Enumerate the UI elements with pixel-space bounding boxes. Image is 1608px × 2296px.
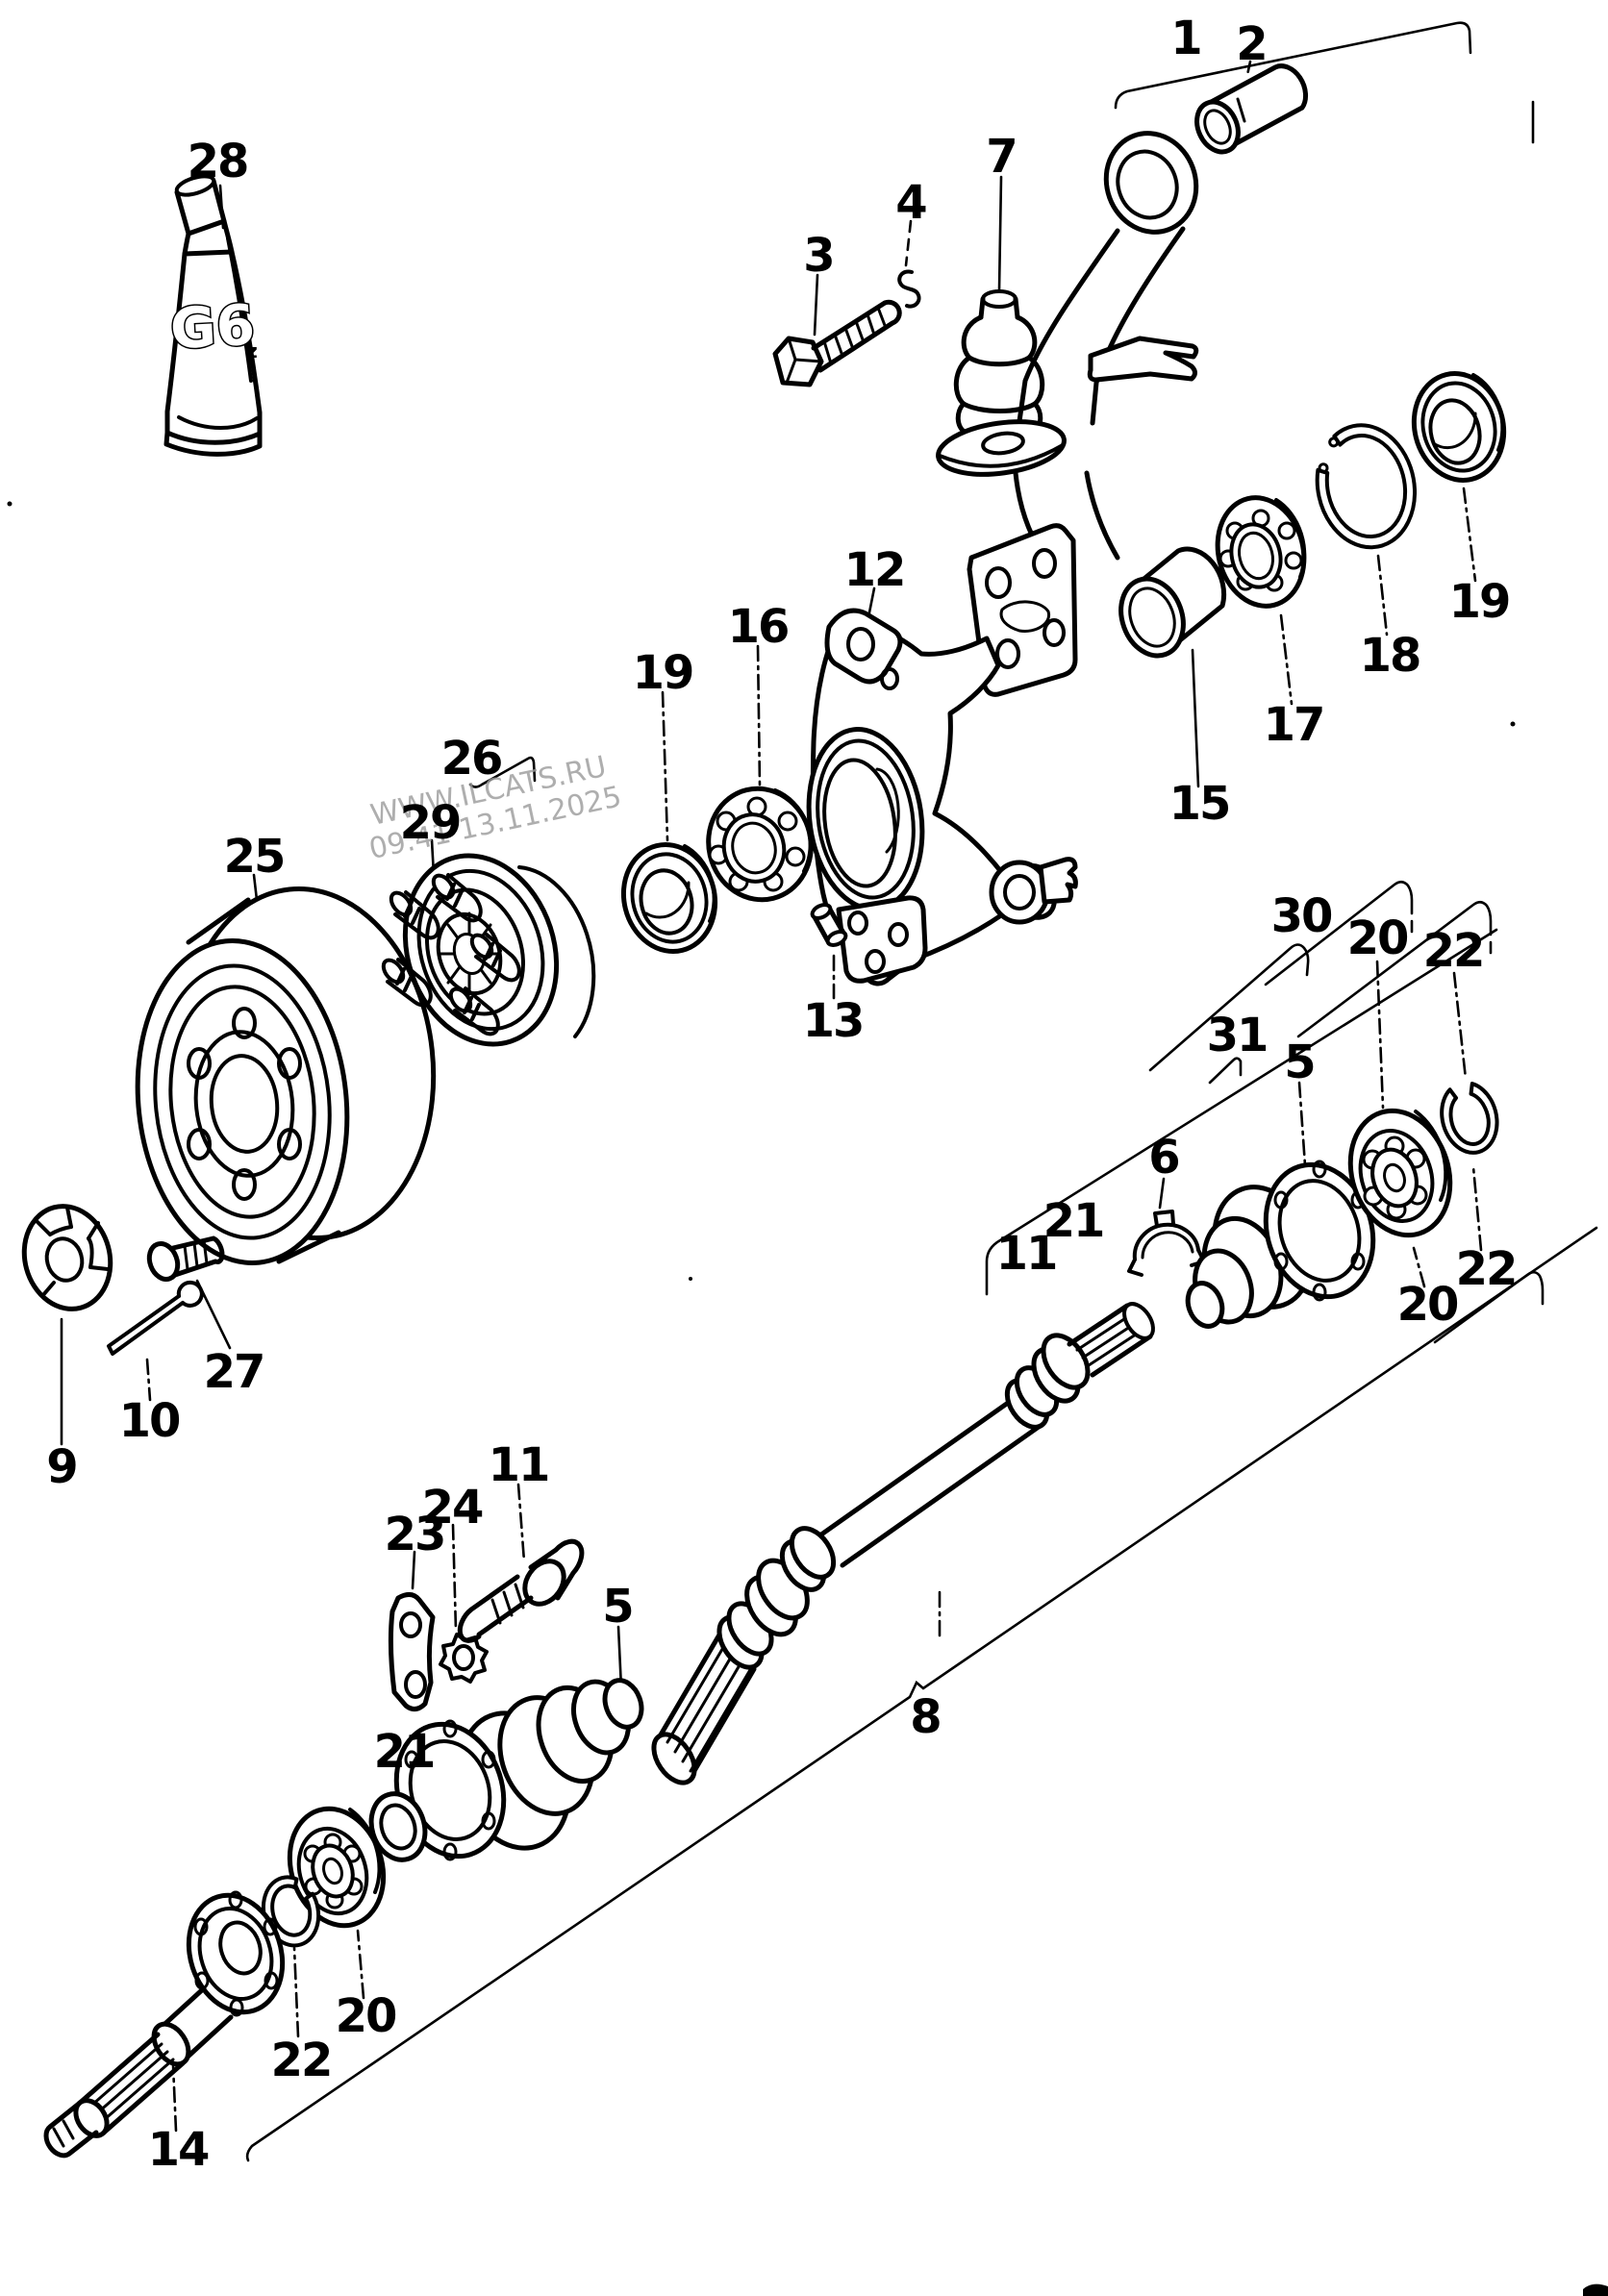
cv-joint-upper-20 — [1347, 1108, 1453, 1238]
bearing-16 — [706, 786, 814, 903]
bolt-27 — [146, 1235, 225, 1282]
part-callout-19: 19 — [633, 646, 693, 700]
part-callout-5: 5 — [602, 1580, 632, 1634]
seal-19-left — [620, 841, 718, 955]
part-callout-9: 9 — [46, 1440, 76, 1494]
scan-marks — [7, 501, 1608, 2296]
fork-bracket — [1087, 336, 1199, 383]
part-callout-13: 13 — [803, 994, 864, 1048]
part-callout-10: 10 — [119, 1394, 180, 1448]
part-callout-12: 12 — [844, 543, 905, 597]
part-callout-28: 28 — [188, 135, 248, 188]
part-callout-6: 6 — [1148, 1131, 1178, 1185]
bracket-31 — [1208, 1057, 1243, 1085]
part-callout-17: 17 — [1264, 698, 1324, 752]
bracket-lines — [245, 21, 1598, 2162]
thrust-washer-21 — [368, 1791, 428, 1862]
part-callout-31: 31 — [1207, 1009, 1268, 1062]
part-callout-22: 22 — [271, 2034, 332, 2087]
snap-ring-18 — [1315, 423, 1418, 550]
seal-19-right — [1411, 371, 1507, 483]
bracket-part-1 — [1114, 21, 1472, 110]
cotter-pin-10 — [107, 1280, 204, 1356]
axle-shaft-8 — [651, 1302, 1155, 1785]
part-callout-26: 26 — [441, 732, 502, 786]
bracket-part-26 — [468, 756, 537, 788]
part-callout-21: 21 — [374, 1725, 435, 1779]
bolt-11 — [457, 1538, 585, 1643]
grease-tube-sub-label: z — [246, 339, 258, 362]
part-callout-16: 16 — [728, 600, 789, 654]
bracket-long-axle — [245, 1226, 1598, 2162]
part-callout-18: 18 — [1360, 629, 1420, 683]
brake-drum-25 — [135, 886, 437, 1265]
bushing-sleeve-2 — [1194, 63, 1309, 155]
spring-seat — [936, 419, 1067, 477]
bearing-17 — [1215, 495, 1307, 609]
grease-tube-label: G6 — [168, 292, 256, 362]
part-callout-23: 23 — [385, 1508, 445, 1561]
spacer-15 — [1118, 546, 1227, 659]
bracket-11-21 — [985, 928, 1498, 1296]
arm-mounting-plate — [967, 523, 1078, 697]
bracket-30 — [1148, 943, 1310, 1072]
part-callout-4: 4 — [895, 176, 926, 230]
bracket-20-22-lower — [1433, 1270, 1545, 1344]
clip-4 — [897, 269, 921, 309]
part-callout-11: 11 — [996, 1227, 1057, 1281]
part-callout-8: 8 — [910, 1690, 940, 1744]
part-callout-19: 19 — [1449, 575, 1510, 629]
part-callout-3: 3 — [803, 229, 833, 283]
circlip-upper-22 — [1440, 1082, 1499, 1155]
bracket-20-upper — [1264, 880, 1414, 986]
part-callout-11: 11 — [489, 1438, 549, 1492]
part-callout-2: 2 — [1236, 17, 1266, 71]
wheel-hub-29 — [377, 853, 596, 1047]
trailing-arm-assembly — [936, 63, 1309, 697]
part-callout-30: 30 — [1271, 889, 1332, 943]
lock-plate-23 — [388, 1592, 436, 1711]
bolt-3 — [772, 299, 902, 387]
castle-nut-9 — [21, 1204, 113, 1311]
part-callout-15: 15 — [1169, 777, 1230, 831]
part-callout-21: 21 — [1043, 1194, 1104, 1248]
part-callout-22: 22 — [1423, 924, 1484, 978]
part-callout-7: 7 — [986, 130, 1016, 184]
part-callout-5: 5 — [1284, 1036, 1314, 1089]
bump-stop-7 — [953, 289, 1045, 436]
bracket-22-upper — [1296, 900, 1493, 1038]
star-washer-24 — [439, 1633, 489, 1684]
part-callout-25: 25 — [224, 830, 285, 884]
part-callout-20: 20 — [336, 1989, 396, 2043]
part-callout-29: 29 — [400, 796, 461, 850]
part-callout-20: 20 — [1397, 1278, 1458, 1332]
part-callout-22: 22 — [1456, 1242, 1517, 1296]
boot-clamp-6 — [1127, 1210, 1206, 1277]
pin-13 — [810, 903, 848, 947]
stub-axle-14 — [43, 1890, 286, 2159]
part-callout-20: 20 — [1347, 911, 1408, 965]
part-callout-1: 1 — [1170, 12, 1200, 65]
grease-tube-28: G6 z — [163, 174, 263, 457]
part-callout-27: 27 — [204, 1345, 264, 1399]
knuckle-12 — [806, 608, 1078, 986]
part-callout-14: 14 — [148, 2123, 209, 2177]
corner-mark — [1583, 2284, 1608, 2296]
part-callout-24: 24 — [422, 1481, 483, 1535]
